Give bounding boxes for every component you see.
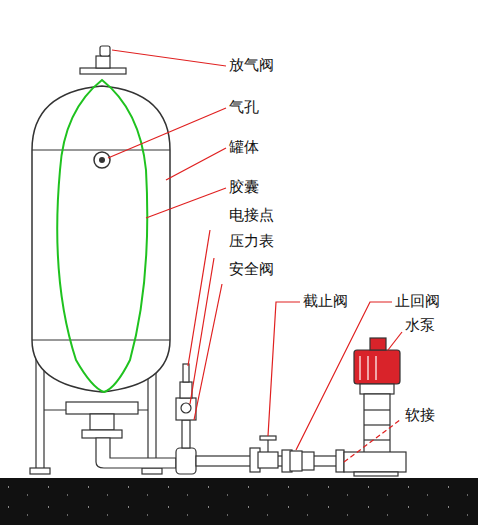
pump (344, 338, 406, 476)
leader-lines (108, 50, 402, 462)
callout-label: 胶囊 (228, 178, 260, 196)
callout-label: 水泵 (404, 316, 436, 334)
ground (0, 478, 478, 525)
callout-label: 安全阀 (228, 260, 275, 278)
piping (66, 402, 346, 474)
callout-label: 放气阀 (228, 56, 275, 74)
callout-label: 电接点 (228, 206, 275, 224)
callout-label: 压力表 (228, 232, 275, 250)
gauge-assembly (176, 364, 196, 448)
check-valve (290, 451, 302, 471)
callout-label: 止回阀 (394, 292, 441, 310)
callout-label: 软接 (404, 406, 436, 424)
vent-valve (80, 46, 126, 74)
callout-label: 气孔 (228, 98, 260, 116)
callout-label: 截止阀 (302, 292, 349, 310)
tank-body (32, 86, 170, 392)
bladder (57, 80, 147, 392)
air-hole (94, 152, 110, 168)
shutoff-valve (258, 436, 278, 468)
callout-label: 罐体 (228, 138, 260, 156)
